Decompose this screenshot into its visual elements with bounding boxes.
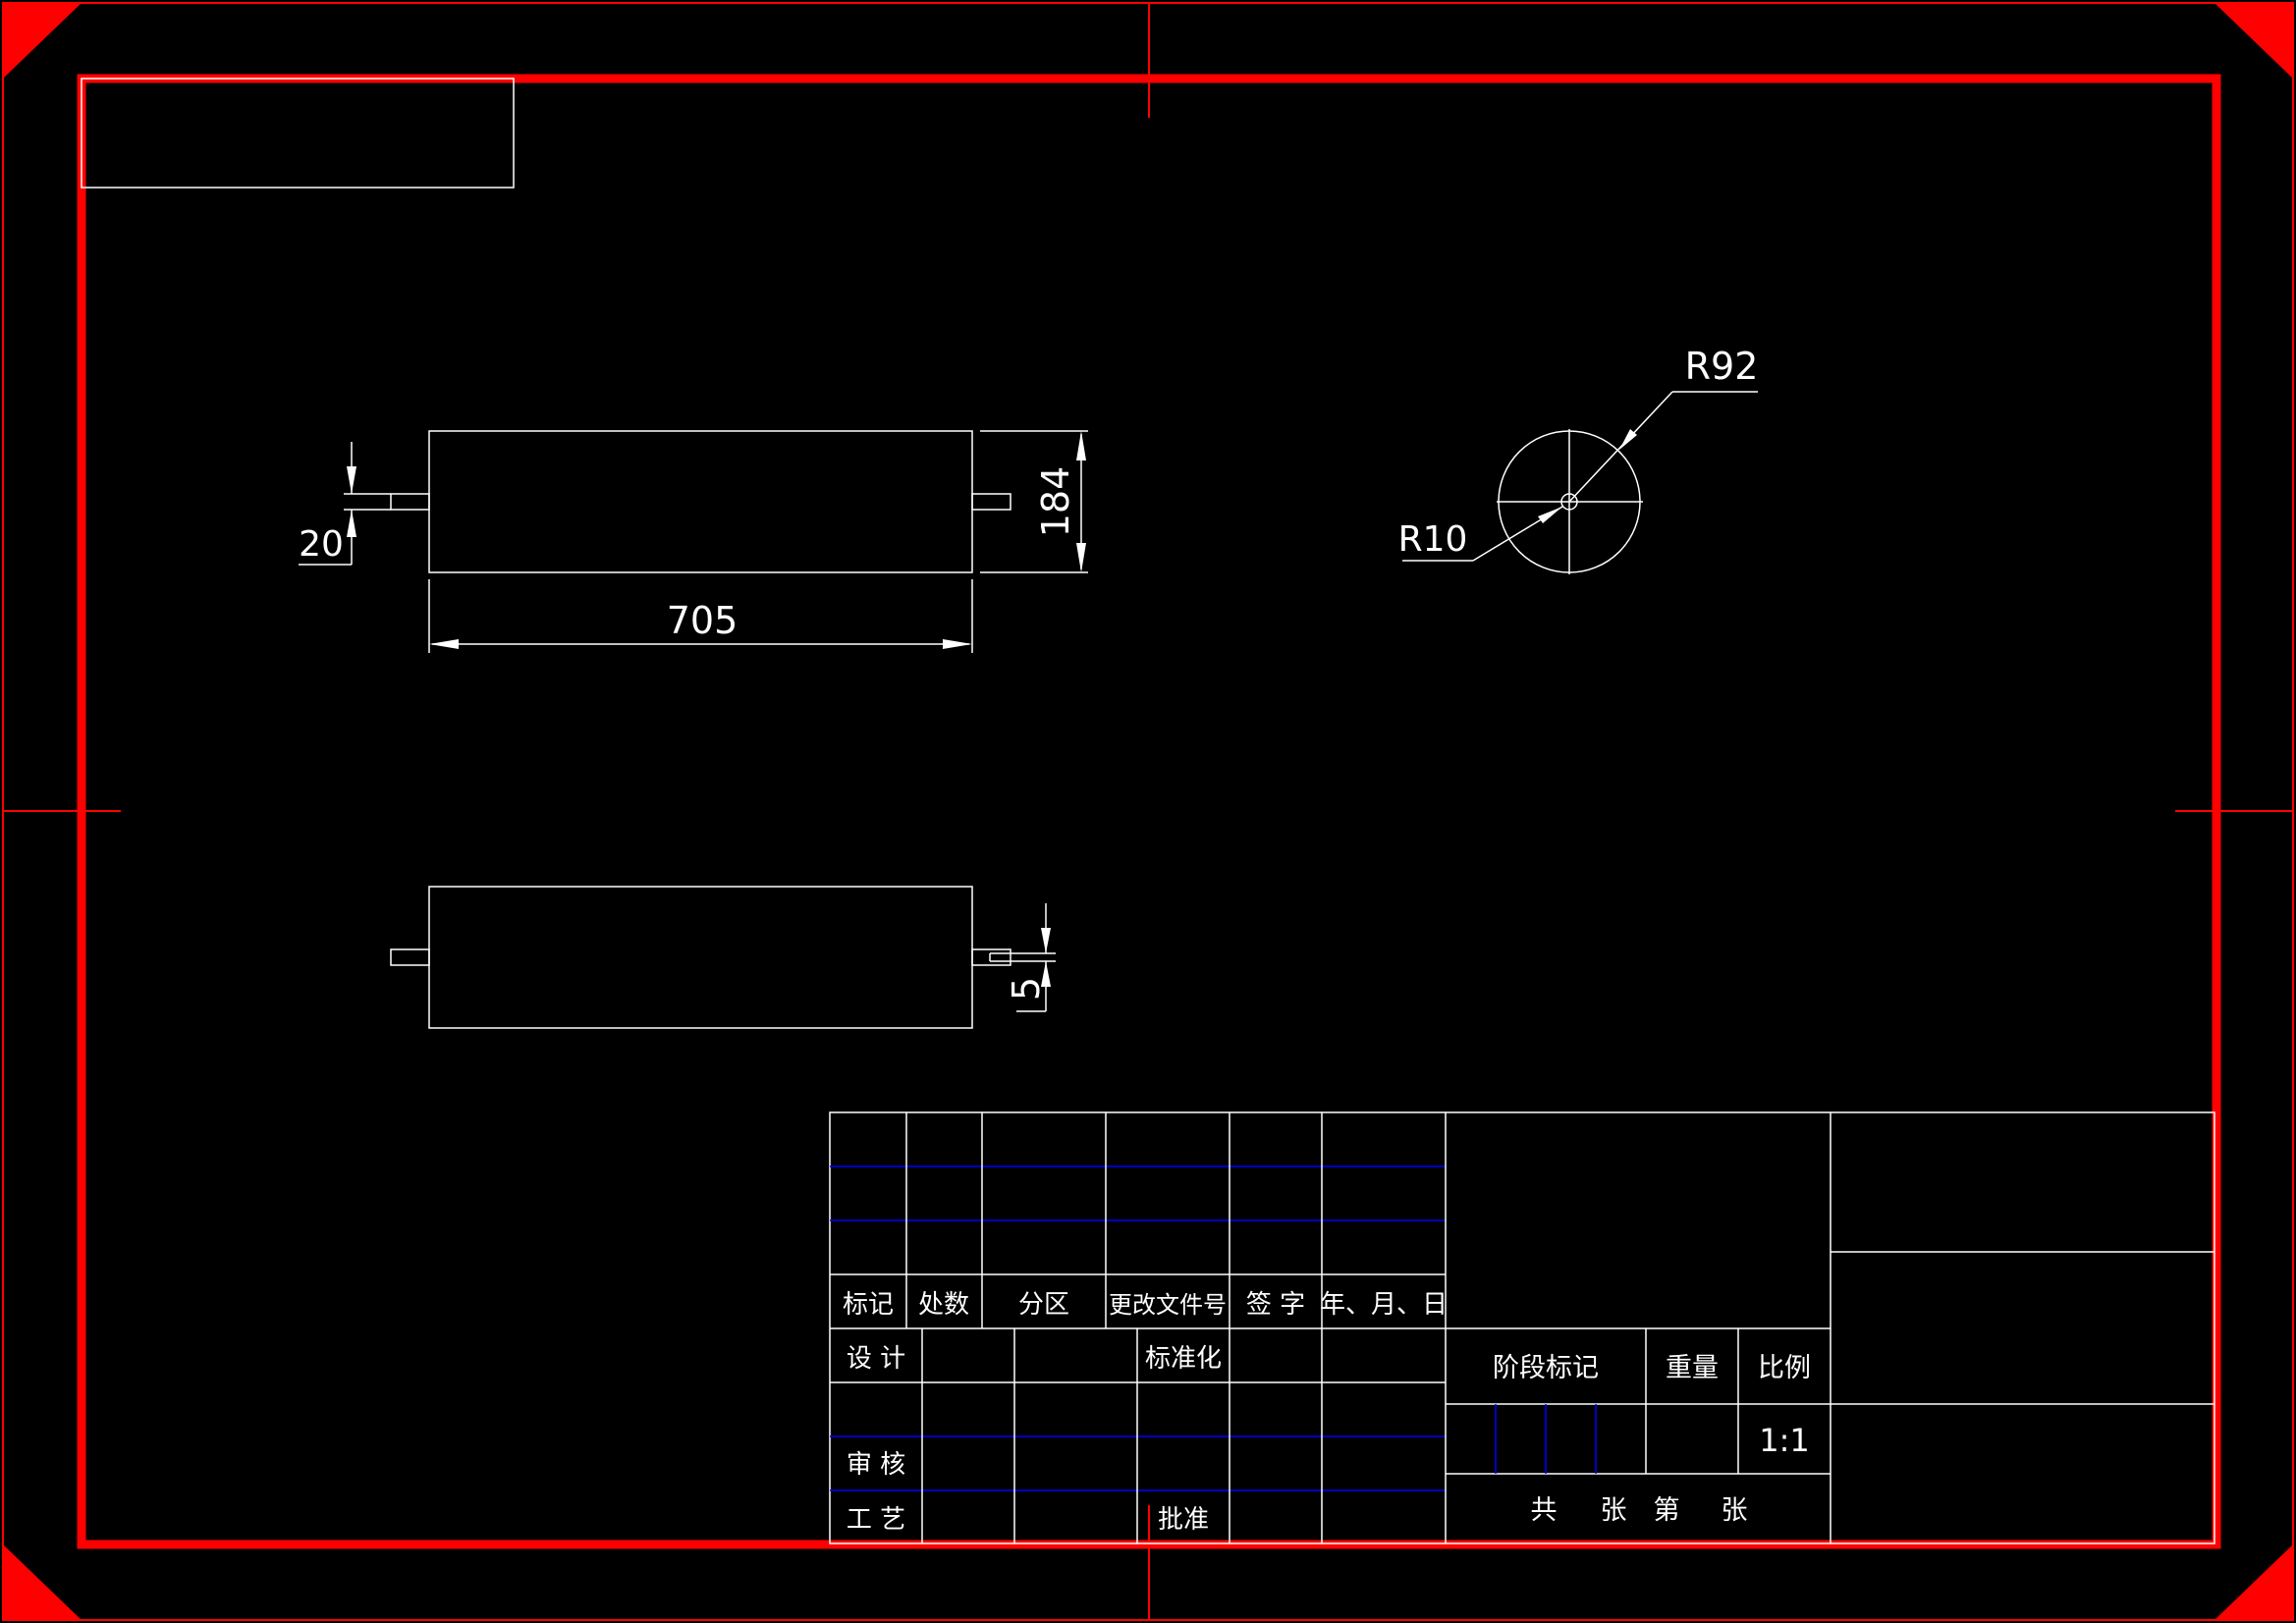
title-block (829, 1111, 2215, 1544)
left-shaft-bottom (390, 948, 430, 966)
header-date: 年、月、日 (1320, 1290, 1448, 1320)
roller-end-view (1402, 391, 1758, 574)
corner-mark-bottom-right (2214, 1544, 2293, 1620)
label-weight: 重量 (1666, 1353, 1719, 1383)
left-shaft (390, 493, 430, 511)
header-count: 处数 (918, 1290, 969, 1320)
title-block-text: 标记 处数 分区 更改文件号 签 字 年、月、日 设 计 标准化 审 核 工 艺… (843, 1290, 1811, 1535)
header-sign: 签 字 (1246, 1290, 1305, 1320)
corner-mark-bottom-left (3, 1544, 82, 1620)
arrow-key-top (1041, 928, 1051, 953)
label-sheet-page: 第 (1654, 1495, 1680, 1526)
label-design: 设 计 (847, 1344, 905, 1374)
right-shaft-bottom (971, 948, 1011, 966)
corner-mark-top-right (2214, 3, 2293, 79)
drawing-number-box (81, 78, 515, 189)
leader-r92 (1568, 391, 1673, 503)
label-standardize: 标准化 (1145, 1344, 1222, 1374)
dim-inner-radius-label: R10 (1398, 519, 1468, 560)
right-shaft (971, 493, 1011, 511)
arrow-length-left (429, 639, 459, 649)
arrow-r10 (1538, 507, 1562, 523)
arrow-shaft-top (347, 466, 356, 494)
dim-shaft-label: 20 (299, 524, 344, 565)
arrow-r92 (1619, 429, 1637, 450)
label-sheets-unit-2: 张 (1722, 1495, 1748, 1526)
roller-body (428, 430, 973, 573)
roller-body-bottom (428, 886, 973, 1029)
label-scale: 比例 (1758, 1353, 1811, 1383)
label-process: 工 艺 (847, 1505, 905, 1535)
dim-length-label: 705 (667, 599, 738, 642)
corner-mark-top-left (3, 3, 82, 79)
label-sheets-unit-1: 张 (1601, 1495, 1627, 1526)
arrow-shaft-bottom (347, 510, 356, 537)
label-approve: 批准 (1158, 1505, 1209, 1535)
arrow-dia-top (1076, 431, 1086, 460)
dim-diameter-label: 184 (1034, 466, 1077, 538)
arrow-length-right (943, 639, 972, 649)
dim-outer-radius-label: R92 (1685, 345, 1759, 388)
roller-bottom-view (390, 886, 1056, 1029)
inner-border (77, 74, 2221, 1549)
dim-step-label: 5 (1005, 977, 1048, 1001)
label-review: 审 核 (847, 1450, 905, 1480)
label-stage-mark: 阶段标记 (1493, 1353, 1599, 1383)
header-zone: 分区 (1018, 1290, 1069, 1320)
roller-front-view (299, 430, 1088, 653)
label-sheets-total: 共 (1531, 1495, 1558, 1526)
header-doc-no: 更改文件号 (1109, 1291, 1227, 1319)
arrow-dia-bottom (1076, 543, 1086, 572)
header-mark: 标记 (843, 1290, 894, 1320)
value-scale: 1:1 (1759, 1422, 1810, 1459)
arrow-key-bottom (1041, 961, 1051, 987)
